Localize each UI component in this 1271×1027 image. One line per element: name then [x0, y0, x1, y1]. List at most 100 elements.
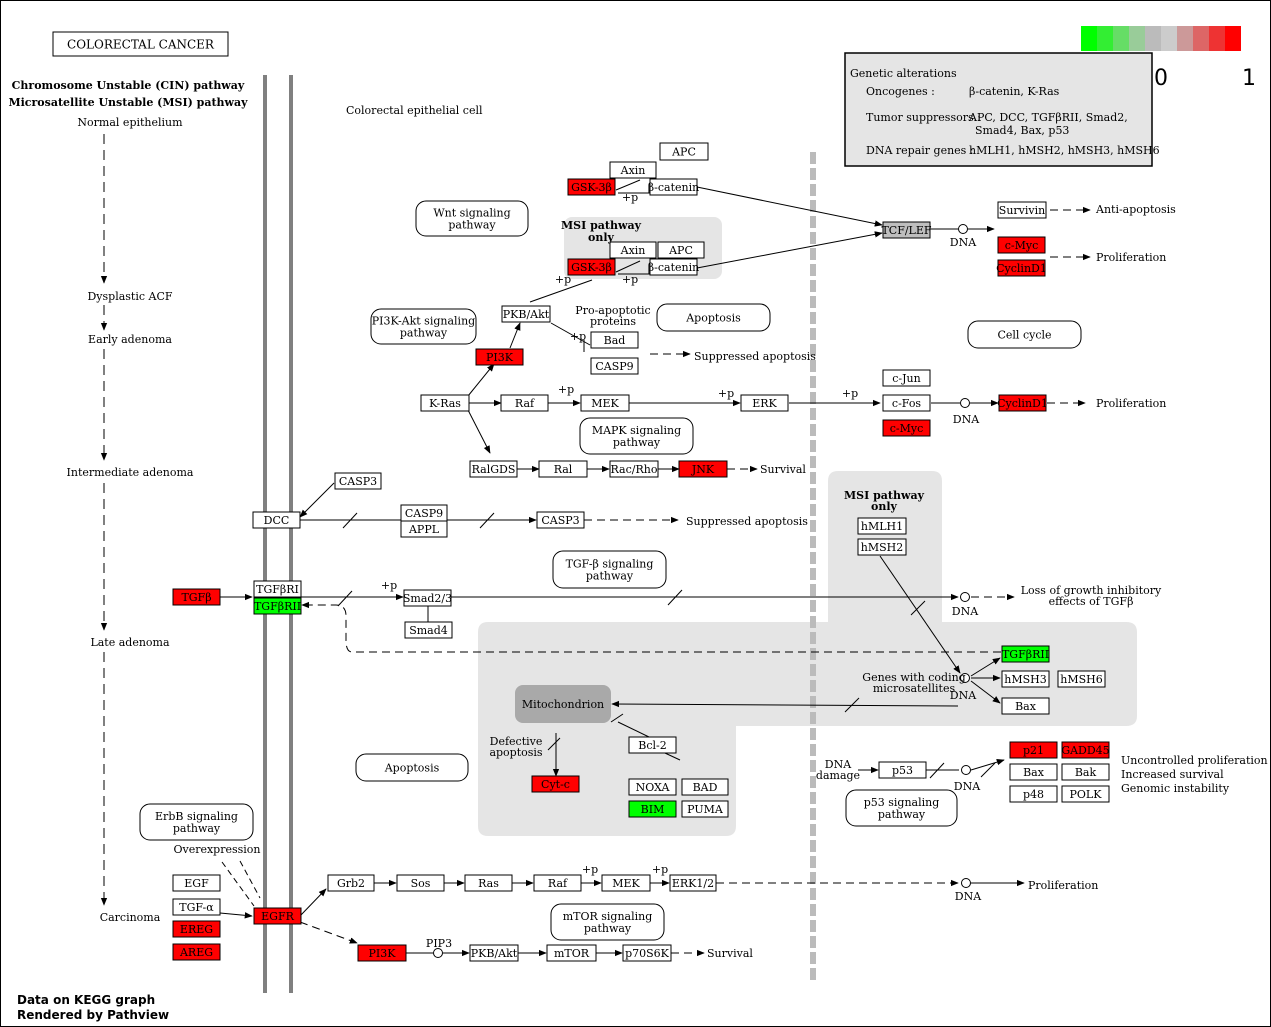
pathway-ref-box[interactable]	[967, 320, 1082, 349]
gene-node-hmlh1[interactable]: hMLH1	[857, 517, 907, 535]
gene-node-ral[interactable]: Ral	[538, 460, 588, 478]
gene-node-tgfbr1[interactable]: TGFβRI	[253, 580, 302, 598]
gene-node-p21[interactable]: p21	[1009, 741, 1058, 759]
gene-node-erk12[interactable]: ERK1/2	[669, 874, 717, 892]
gene-node-cfos[interactable]: c-Fos	[882, 394, 931, 412]
gene-node-apc-1[interactable]: APC	[659, 142, 709, 161]
alteration-value: APC, DCC, TGFβRII, Smad2,	[968, 111, 1128, 124]
gene-node-puma[interactable]: PUMA	[681, 800, 729, 818]
gene-node-ereg[interactable]: EREG	[172, 920, 221, 938]
gene-node-bak[interactable]: Bak	[1061, 763, 1110, 781]
pathway-ref-box[interactable]	[370, 308, 477, 345]
gene-node-tgfbr2-2[interactable]: TGFβRII	[1001, 645, 1050, 663]
gene-node-bad-1[interactable]: Bad	[590, 331, 639, 349]
gene-node-axin-1[interactable]: Axin	[609, 161, 657, 179]
gene-node-tgfbr2-1[interactable]: TGFβRII	[253, 597, 302, 615]
gene-node-ras[interactable]: Ras	[464, 874, 513, 892]
pathway-ref-box[interactable]	[656, 303, 771, 332]
pathway-ref-box[interactable]	[415, 200, 529, 237]
gene-node-bcl2[interactable]: Bcl-2	[628, 736, 677, 754]
gene-node-gadd45[interactable]: GADD45	[1061, 741, 1110, 759]
gene-node-cytc[interactable]: Cyt-c	[531, 775, 580, 793]
gene-label: β-catenin	[648, 261, 699, 274]
gene-node-bax-1[interactable]: Bax	[1001, 697, 1050, 715]
gene-label: PI3K	[486, 351, 514, 364]
gene-node-hmsh3[interactable]: hMSH3	[1001, 670, 1050, 688]
gene-node-egfr[interactable]: EGFR	[253, 907, 302, 925]
gene-node-p48[interactable]: p48	[1009, 785, 1058, 803]
gene-node-noxa[interactable]: NOXA	[628, 778, 677, 796]
gene-node-smad4[interactable]: Smad4	[404, 621, 453, 639]
defective-apoptosis-label: apoptosis	[489, 746, 542, 759]
gene-node-grb2[interactable]: Grb2	[327, 874, 375, 892]
gene-node-casp9-1[interactable]: CASP9	[590, 357, 639, 375]
pathway-ref-box[interactable]	[550, 903, 665, 941]
gene-label: TGF-α	[179, 901, 214, 914]
gene-node-bax-2[interactable]: Bax	[1009, 763, 1058, 781]
gene-node-smad23[interactable]: Smad2/3	[403, 589, 452, 607]
gene-node-erk[interactable]: ERK	[740, 394, 789, 412]
gene-node-hmsh2[interactable]: hMSH2	[857, 538, 907, 556]
pathway-ref-box[interactable]	[845, 789, 958, 827]
gene-node-racrho[interactable]: Rac/Rho	[609, 460, 659, 478]
gene-node-mek-1[interactable]: MEK	[580, 394, 630, 412]
gene-node-cyclind1-1[interactable]: CyclinD1	[996, 259, 1047, 277]
gene-node-kras[interactable]: K-Ras	[420, 394, 470, 412]
mitochondrion-node[interactable]: Mitochondrion	[515, 685, 611, 723]
gene-node-bcat-2[interactable]: β-catenin	[648, 258, 699, 276]
gene-node-tgfb[interactable]: TGFβ	[172, 588, 221, 606]
gene-node-jnk[interactable]: JNK	[678, 460, 728, 478]
pathway-ref-box[interactable]	[579, 417, 694, 455]
gene-node-raf-1[interactable]: Raf	[500, 394, 549, 412]
gene-node-polk[interactable]: POLK	[1061, 785, 1110, 803]
gene-node-mek-2[interactable]: MEK	[601, 874, 651, 892]
gene-node-pi3k-1[interactable]: PI3K	[475, 348, 524, 366]
outcome-proliferation: Proliferation	[1096, 397, 1166, 410]
gene-node-pi3k-2[interactable]: PI3K	[357, 944, 407, 962]
gene-node-gsk3b-2[interactable]: GSK-3β	[567, 258, 616, 276]
dna-label: DNA	[950, 236, 977, 249]
gene-node-cmyc-2[interactable]: c-Myc	[882, 419, 931, 437]
gene-node-bad-2[interactable]: BAD	[681, 778, 729, 796]
gene-node-bim[interactable]: BIM	[628, 800, 677, 818]
gene-node-survivin[interactable]: Survivin	[997, 201, 1047, 219]
gene-node-pkbakt-1[interactable]: PKB/Akt	[501, 305, 551, 323]
gene-node-pkbakt-2[interactable]: PKB/Akt	[469, 944, 519, 962]
gene-node-ralgds[interactable]: RalGDS	[469, 460, 518, 478]
gene-node-sos[interactable]: Sos	[396, 874, 445, 892]
dna-damage-label: DNA	[825, 758, 852, 771]
gene-node-axin-2[interactable]: Axin	[609, 241, 657, 259]
gene-node-casp3-2[interactable]: CASP3	[536, 511, 585, 529]
gene-node-raf-2[interactable]: Raf	[533, 874, 582, 892]
gene-node-dcc[interactable]: DCC	[252, 511, 301, 529]
footer-renderer: Rendered by Pathview	[17, 1008, 170, 1022]
gene-node-mtor[interactable]: mTOR	[546, 944, 597, 962]
pathway-ref-label: p53 signaling	[864, 796, 940, 809]
gene-node-egf[interactable]: EGF	[172, 874, 221, 892]
gene-node-tcflef[interactable]: TCF/LEF	[881, 221, 932, 239]
gene-node-casp9-2[interactable]: CASP9	[400, 504, 448, 522]
gene-node-hmsh6[interactable]: hMSH6	[1057, 670, 1106, 688]
pathway-ref-box[interactable]	[552, 550, 667, 589]
gene-node-cjun[interactable]: c-Jun	[882, 369, 931, 387]
gene-node-tgfa[interactable]: TGF-α	[172, 898, 221, 916]
pathway-ref-label: pathway	[878, 808, 926, 821]
gene-node-appl[interactable]: APPL	[400, 520, 448, 538]
gene-label: PKB/Akt	[503, 308, 550, 321]
pathway-ref-label: Apoptosis	[384, 762, 440, 775]
gene-node-apc-2[interactable]: APC	[657, 241, 705, 259]
gene-node-areg[interactable]: AREG	[172, 943, 221, 961]
gene-node-p70s6k[interactable]: p70S6K	[622, 944, 672, 962]
gene-label: PI3K	[369, 947, 397, 960]
legend-tick: 0	[1154, 66, 1168, 91]
gene-node-bcat-1[interactable]: β-catenin	[648, 178, 699, 196]
gene-node-p53[interactable]: p53	[878, 761, 927, 779]
pathway-ref-box[interactable]	[139, 803, 254, 841]
gene-node-gsk3b-1[interactable]: GSK-3β	[567, 178, 616, 196]
pathway-ref-label: Cell cycle	[997, 329, 1051, 342]
gene-node-cyclind1-2[interactable]: CyclinD1	[997, 394, 1048, 412]
pathway-ref-box[interactable]	[355, 753, 469, 782]
gene-node-cmyc-1[interactable]: c-Myc	[997, 236, 1046, 254]
msi-only-label: MSI pathway	[844, 489, 925, 502]
gene-node-casp3-1[interactable]: CASP3	[334, 472, 382, 490]
